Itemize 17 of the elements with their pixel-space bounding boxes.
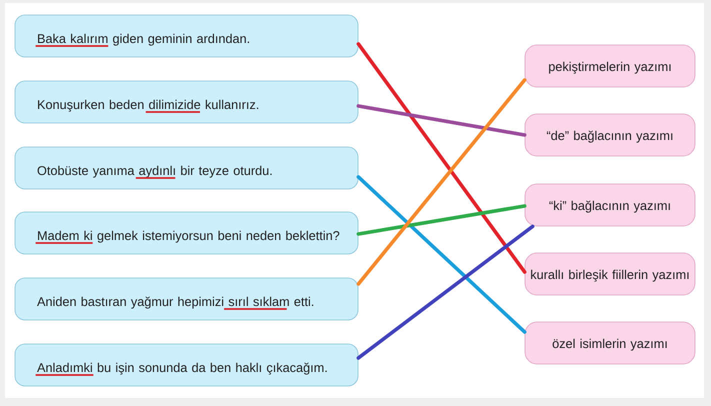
topic-box: “de” bağlacının yazımı	[524, 114, 696, 156]
connector-line	[356, 204, 526, 236]
connector-line	[356, 104, 526, 137]
sentence-box: Aniden bastıran yağmur hepimizi sırıl sıklam etti.	[14, 278, 358, 320]
sentence-box: Baka kalırım giden geminin ardından.	[14, 14, 358, 58]
topic-box: pekiştirmelerin yazımı	[524, 44, 696, 88]
connector-line	[356, 42, 526, 274]
connector-line	[356, 224, 534, 360]
connector-line	[356, 78, 526, 286]
topic-box: özel isimlerin yazımı	[524, 322, 696, 364]
sentence-box: Anladımki bu işin sonunda da ben haklı çıkacağım.	[14, 344, 358, 386]
sentence-box: Madem ki gelmek istemiyorsun beni neden beklettin?	[14, 212, 358, 254]
topic-box: kurallı birleşik fiillerin yazımı	[524, 252, 696, 296]
topic-box: “ki” bağlacının yazımı	[524, 184, 696, 226]
sentence-box: Otobüste yanıma aydınlı bir teyze oturdu.	[14, 146, 358, 190]
sentence-box: Konuşurken beden dilimizide kullanırız.	[14, 80, 358, 124]
connector-line	[356, 175, 526, 334]
